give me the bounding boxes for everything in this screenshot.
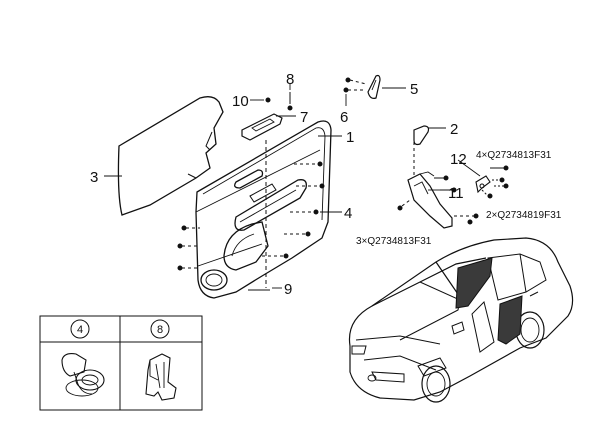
callout-10: 10 xyxy=(232,93,249,110)
part-5-corner-trim xyxy=(367,74,381,99)
highlight-rear-trim xyxy=(497,295,523,345)
fastener-note-bottom-left: 3×Q2734813F31 xyxy=(356,236,432,247)
callout-8: 8 xyxy=(286,71,294,88)
legend-table xyxy=(39,315,203,411)
part-12-bracket xyxy=(475,175,491,194)
part-11-handle-bracket xyxy=(407,171,453,229)
callout-6: 6 xyxy=(340,109,348,126)
legend-circle-4 xyxy=(70,319,90,339)
callout-3: 3 xyxy=(90,169,98,186)
callout-leaders xyxy=(104,84,481,289)
legend-clip-8-icon xyxy=(145,353,177,401)
part-7-switch-bezel xyxy=(241,113,283,141)
callout-5: 5 xyxy=(410,81,418,98)
fastener-note-top-right: 4×Q2734813F31 xyxy=(476,150,552,161)
callout-9: 9 xyxy=(284,281,292,298)
callout-12: 12 xyxy=(450,151,467,168)
fastener-note-mid-right: 2×Q2734819F31 xyxy=(486,210,562,221)
callout-2: 2 xyxy=(450,121,458,138)
fasteners xyxy=(177,77,509,291)
highlight-rear-glass xyxy=(455,257,493,309)
part-3-glass xyxy=(117,96,224,216)
callout-7: 7 xyxy=(300,109,308,126)
part-1-door-panel xyxy=(195,120,332,299)
callout-11: 11 xyxy=(448,185,464,202)
vehicle-illustration xyxy=(348,237,574,403)
callout-4: 4 xyxy=(344,205,352,222)
part-2-handle-cover xyxy=(413,125,430,146)
legend-clip-4-icon xyxy=(61,353,105,397)
legend-number-4: 4 xyxy=(77,324,83,336)
callout-1: 1 xyxy=(346,129,354,146)
legend-circle-8 xyxy=(150,319,170,339)
legend-number-8: 8 xyxy=(157,324,163,336)
